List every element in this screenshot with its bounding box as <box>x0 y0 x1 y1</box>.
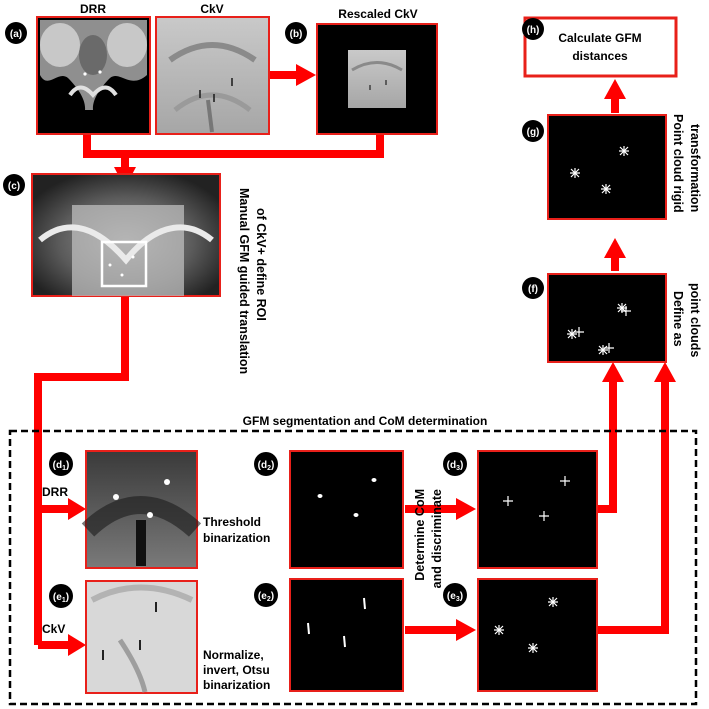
arrow-heads <box>68 64 676 656</box>
panel-f <box>547 273 667 363</box>
arrowhead-e1 <box>68 634 86 656</box>
svg-text:(c): (c) <box>8 181 20 192</box>
label-rigid-1: Point cloud rigid <box>671 114 685 213</box>
badges: (a) (b) (c) (h) (g) (f) (d1) (d2) <box>3 18 544 608</box>
section-title: GFM segmentation and CoM determination <box>243 414 488 428</box>
segmentation-section-box <box>8 429 698 706</box>
arrowhead-f-left <box>602 362 624 382</box>
svg-text:(a): (a) <box>10 29 22 40</box>
label-manual-2: of CkV+ define ROI <box>254 208 268 321</box>
label-normalize-1: Normalize, <box>203 648 264 662</box>
badge-d2: (d2) <box>254 452 278 476</box>
label-threshold-2: binarization <box>203 531 270 545</box>
final-box-line1: Calculate GFM <box>558 31 641 45</box>
label-com-1: Determine CoM <box>413 489 427 581</box>
arrowhead-d1 <box>68 498 86 520</box>
arrow-e3-to-f <box>597 378 669 634</box>
row-label-ckv: CkV <box>42 622 65 636</box>
title-drr: DRR <box>80 2 106 16</box>
svg-text:(e3): (e3) <box>447 591 463 603</box>
label-normalize-2: invert, Otsu <box>203 663 270 677</box>
panel-a-drr <box>36 16 151 135</box>
final-box-line2: distances <box>572 49 628 63</box>
arrowhead-e3 <box>456 619 476 641</box>
badge-e3: (e3) <box>443 583 467 607</box>
label-rigid-2: transformation <box>688 124 702 212</box>
panel-e2 <box>289 578 404 692</box>
badge-a: (a) <box>5 22 27 44</box>
title-ckv: CkV <box>200 2 223 16</box>
panel-b-rescaled <box>316 23 438 135</box>
badge-f: (f) <box>522 277 544 299</box>
connector-arrows <box>34 71 669 649</box>
arrow-top-merge <box>83 134 384 158</box>
badge-g: (g) <box>522 120 544 142</box>
label-com-2: and discriminate <box>430 489 444 588</box>
panel-d1 <box>81 450 202 569</box>
arrowhead-f-right <box>654 362 676 382</box>
arrowhead-g <box>604 238 626 258</box>
panel-d3 <box>477 450 598 569</box>
svg-text:(g): (g) <box>527 127 540 138</box>
panel-e1 <box>85 580 198 694</box>
panel-d2 <box>289 450 404 569</box>
arrow-d3-to-f <box>597 378 617 513</box>
label-define-2: point clouds <box>688 283 702 357</box>
panel-e3 <box>477 578 598 692</box>
label-normalize-3: binarization <box>203 678 270 692</box>
title-rescaled: Rescaled CkV <box>338 7 417 21</box>
label-manual-1: Manual GFM guided translation <box>237 188 251 374</box>
panel-ckv <box>155 16 270 135</box>
badge-b: (b) <box>285 22 307 44</box>
panel-c-overlay <box>31 173 221 297</box>
badge-d1: (d1) <box>49 452 73 476</box>
svg-text:(d2): (d2) <box>258 460 275 472</box>
svg-text:(f): (f) <box>528 284 538 295</box>
badge-e1: (e1) <box>49 584 73 608</box>
arrowhead-rescaled <box>296 64 316 86</box>
final-calc-box <box>523 16 678 78</box>
svg-text:(b): (b) <box>290 29 303 40</box>
badge-e2: (e2) <box>254 583 278 607</box>
arrowhead-d3 <box>456 498 476 520</box>
svg-text:(d3): (d3) <box>447 460 464 472</box>
row-label-drr: DRR <box>42 485 68 499</box>
svg-text:(d1): (d1) <box>53 460 70 472</box>
badge-h: (h) <box>522 18 544 40</box>
label-threshold-1: Threshold <box>203 515 261 529</box>
svg-text:(e1): (e1) <box>53 592 69 604</box>
svg-text:(e2): (e2) <box>258 591 274 603</box>
arrowhead-h <box>604 79 626 99</box>
badge-c: (c) <box>3 174 25 196</box>
label-define-1: Define as <box>671 291 685 347</box>
panel-g <box>547 114 667 220</box>
roi-box <box>100 240 148 288</box>
svg-text:(h): (h) <box>527 25 540 36</box>
badge-d3: (d3) <box>443 452 467 476</box>
